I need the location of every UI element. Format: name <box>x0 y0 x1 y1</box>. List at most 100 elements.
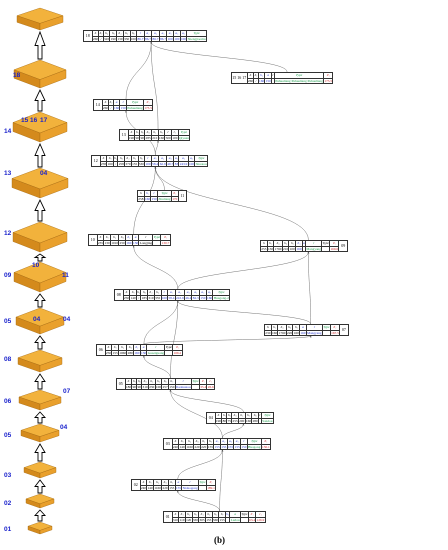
table-value-cell: 250 <box>104 349 113 357</box>
bracket-block <box>15 307 65 335</box>
table-header-cell: h₂ <box>135 289 142 296</box>
table-value-cell: 370 <box>124 160 132 168</box>
table-value-cell: 1010 <box>109 239 120 247</box>
table-value-cell <box>164 349 174 357</box>
table-value-cell: 100 <box>129 35 138 43</box>
table-value-cell: 258 <box>137 195 145 203</box>
stack-label: 18 <box>13 72 21 79</box>
connector-line <box>169 389 223 439</box>
table-header-cell: Type <box>197 479 207 486</box>
table-id: 12 <box>91 154 101 168</box>
table-value-cell: 160 <box>257 77 266 85</box>
stack-label: 04 <box>63 316 71 323</box>
table-value-cell: / <box>98 35 104 43</box>
table-value-cell: / <box>253 77 259 85</box>
table-value-cell: 280 <box>251 417 259 425</box>
table-id: 06 <box>96 343 106 357</box>
table-id: 01 <box>163 510 173 524</box>
table-value-cell: Puhualiang Puhualiang Puhualiang <box>274 77 325 85</box>
table-value-cell: 100 <box>171 134 179 142</box>
table-value-cell: 160 <box>133 349 141 357</box>
up-arrow-icon <box>34 88 46 112</box>
table-header-cell: θ₁ <box>205 479 217 486</box>
bracket-block <box>11 167 69 199</box>
table-value-cell: 167.5 <box>329 329 341 337</box>
table-value-cell: Guaziguang <box>146 349 166 357</box>
table-value-cell: 100 <box>187 160 196 168</box>
table-value-cell: Huagong <box>246 443 262 451</box>
table-value-cell: 173.5 <box>142 104 154 112</box>
up-arrow-icon <box>34 479 46 494</box>
table-value-cell: 155 <box>233 443 242 451</box>
table-value-cell: 86.7 <box>151 35 160 43</box>
table-header-cell: Type <box>239 511 249 518</box>
connector-line <box>170 300 179 379</box>
table-value-cell: Nidaogong <box>181 484 199 492</box>
table-value-cell: 155 <box>174 484 183 492</box>
table-value-cell: 220 <box>285 329 294 337</box>
table-value-cell: 140 <box>146 484 154 492</box>
connector-line <box>155 140 159 156</box>
stack-label: 08 <box>4 356 12 363</box>
table-value-cell: 160 <box>157 134 166 142</box>
table-value-cell: 285 <box>144 134 152 142</box>
table-value-cell: 46.4 <box>183 294 193 302</box>
table-value-cell: 305 <box>198 516 206 524</box>
table-value-cell: 150 <box>264 77 273 85</box>
table-value-cell: 1760 <box>277 329 287 337</box>
bracket-block <box>18 389 62 411</box>
connector-line <box>176 300 311 325</box>
table-value-cell: 500 <box>164 134 172 142</box>
table-value-cell: 220 <box>161 484 169 492</box>
table-value-cell: 260 <box>91 35 100 43</box>
table-value-cell: 100 <box>173 35 181 43</box>
table-value-cell: 180 <box>124 383 133 391</box>
stack-label: 12 <box>4 230 12 237</box>
table-id: 02 <box>131 478 141 492</box>
table-value-cell: 258 <box>99 160 108 168</box>
bracket-block <box>27 521 53 535</box>
stack-label: 11 <box>62 272 69 279</box>
table-value-cell: 1160 <box>152 484 163 492</box>
table-value-cell <box>152 239 162 247</box>
connector-line <box>177 251 310 290</box>
table-value-cell <box>190 383 200 391</box>
table-value-cell: 190 <box>214 417 223 425</box>
table-value-cell: 335 <box>153 294 162 302</box>
table-header-cell: Type <box>212 289 231 296</box>
table-value-cell <box>197 484 207 492</box>
table-value-cell: 160 <box>143 195 152 203</box>
table-value-cell: 310 <box>147 294 155 302</box>
table-value-cell: 190 <box>127 134 136 142</box>
up-arrow-icon <box>34 293 46 308</box>
table-value-cell: 1760 <box>273 245 283 253</box>
table-value-cell <box>224 516 231 524</box>
up-arrow-icon <box>34 335 46 350</box>
stack-label: 09 <box>4 272 12 279</box>
stack-label: 10 <box>32 262 40 269</box>
table-header-cell: c₁ <box>206 378 215 385</box>
table-header-cell: Type <box>321 324 331 331</box>
table-value-cell: 220 <box>193 443 201 451</box>
table-value-cell: 190 <box>109 35 118 43</box>
table-value-cell: 230 <box>147 383 156 391</box>
table-value-cell: Qiyuan <box>177 134 191 142</box>
table-value-cell: 230 <box>264 329 272 337</box>
stack-label: 13 <box>4 170 12 177</box>
table-value-cell: 150 <box>131 239 140 247</box>
table-value-cell: 160 <box>270 329 279 337</box>
table-value-cell: 130 <box>266 245 275 253</box>
connector-line <box>154 166 309 241</box>
table-value-cell: 150 <box>199 294 207 302</box>
table-value-cell: 82.3 <box>191 294 200 302</box>
stack-label: 15 <box>21 117 29 124</box>
table-value-cell <box>239 516 249 524</box>
table-value-cell: 160 <box>112 104 121 112</box>
table-value-cell: 150 <box>168 383 176 391</box>
stack-label: 04 <box>40 170 48 177</box>
